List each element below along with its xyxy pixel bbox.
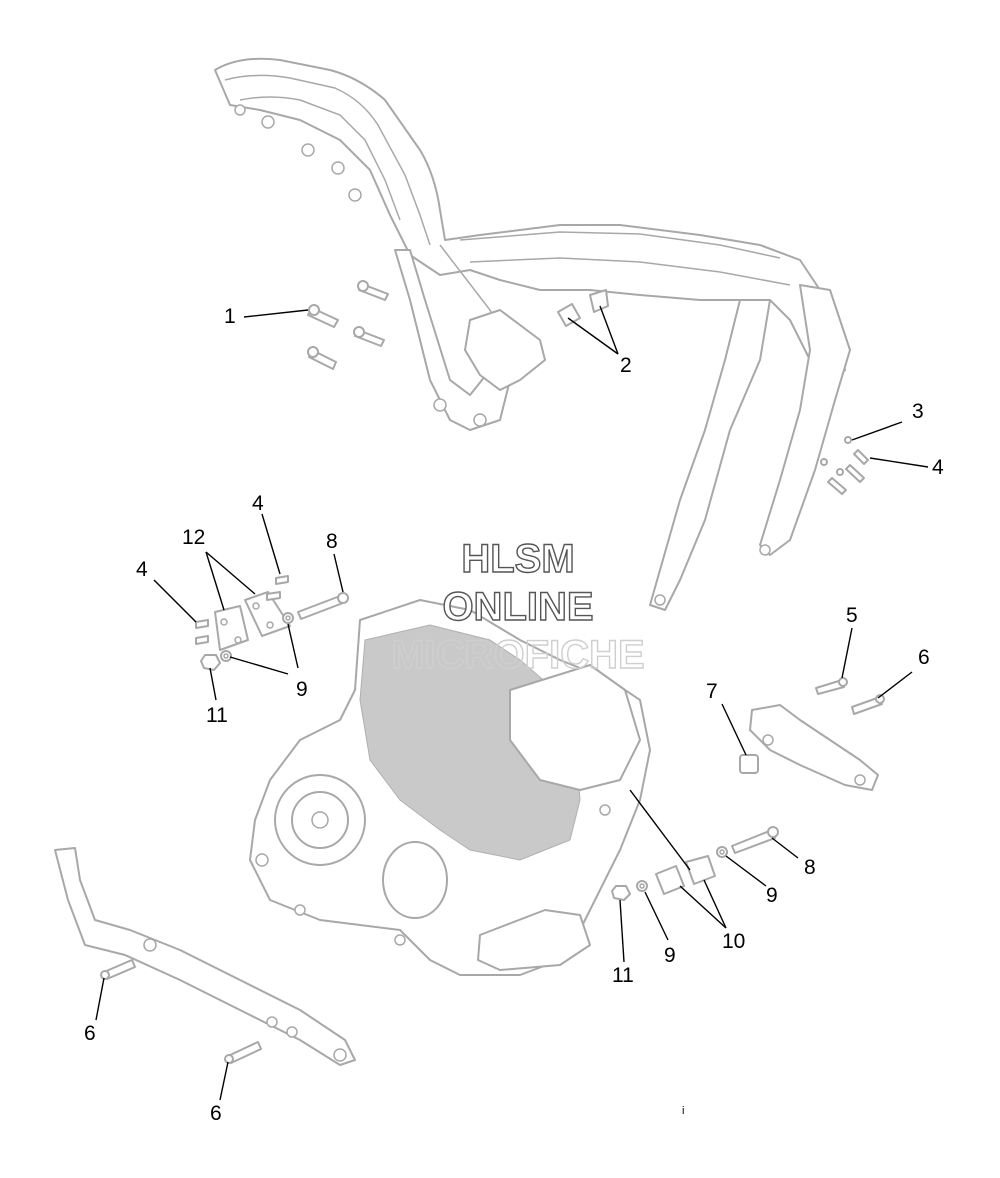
watermark-line-3: MICROFICHE [391,633,644,677]
left-mount-plates [195,575,349,671]
callout-5: 5 [846,604,858,627]
callout-10: 10 [722,930,745,953]
callout-1: 1 [224,305,236,328]
lower-bolts-item-6 [100,959,262,1064]
callout-6-bottom: 6 [210,1102,222,1125]
engine [249,599,651,976]
callout-8-left: 8 [326,530,338,553]
callout-11-left: 11 [206,704,228,727]
callout-9-bottom: 9 [664,944,676,967]
lower-frame-rail [54,847,356,1066]
callout-9-left: 9 [296,678,308,701]
callout-7: 7 [706,680,718,703]
watermark-line-2: ONLINE [442,585,593,629]
callout-6-lower-left: 6 [84,1022,96,1045]
brackets-item-2 [557,289,609,327]
callout-12: 12 [182,526,205,549]
bolts-group-1 [307,280,389,370]
front-mount-bracket [749,704,879,791]
callout-9-right: 9 [766,884,778,907]
callout-8-right: 8 [804,856,816,879]
main-frame [214,57,851,611]
callout-11-right: 11 [612,964,634,987]
callout-6-right: 6 [918,646,930,669]
watermark: HLSM ONLINE MICROFICHE [391,536,646,677]
fasteners-items-3-4 [820,436,869,495]
callout-4-top: 4 [252,492,264,515]
right-mount-parts [611,677,885,901]
callout-4-frame: 4 [932,456,944,479]
leader-lines [95,305,929,1101]
callout-4-left: 4 [136,558,148,581]
watermark-line-1: HLSM [461,537,574,581]
footer-mark: i [682,1105,684,1117]
callout-3: 3 [912,400,924,423]
callouts: 1 2 3 4 4 4 5 6 6 6 7 8 8 9 9 9 10 11 11… [84,305,944,1125]
callout-2: 2 [620,354,632,377]
